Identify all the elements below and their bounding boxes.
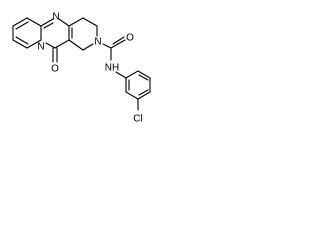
atom-n-ring: N <box>37 42 44 53</box>
atom-labels: N N O N O NH Cl <box>37 12 142 125</box>
atom-o-carbonyl: O <box>51 64 59 75</box>
atom-n-top: N <box>52 12 59 23</box>
atom-cl: Cl <box>133 114 142 125</box>
atom-o-amide: O <box>126 33 134 44</box>
atom-nh: NH <box>105 63 119 74</box>
bond-lines <box>12 17 151 111</box>
atom-n-amide-ring: N <box>94 37 101 48</box>
molecule-structure-diagram: N N O N O NH Cl <box>12 12 151 125</box>
